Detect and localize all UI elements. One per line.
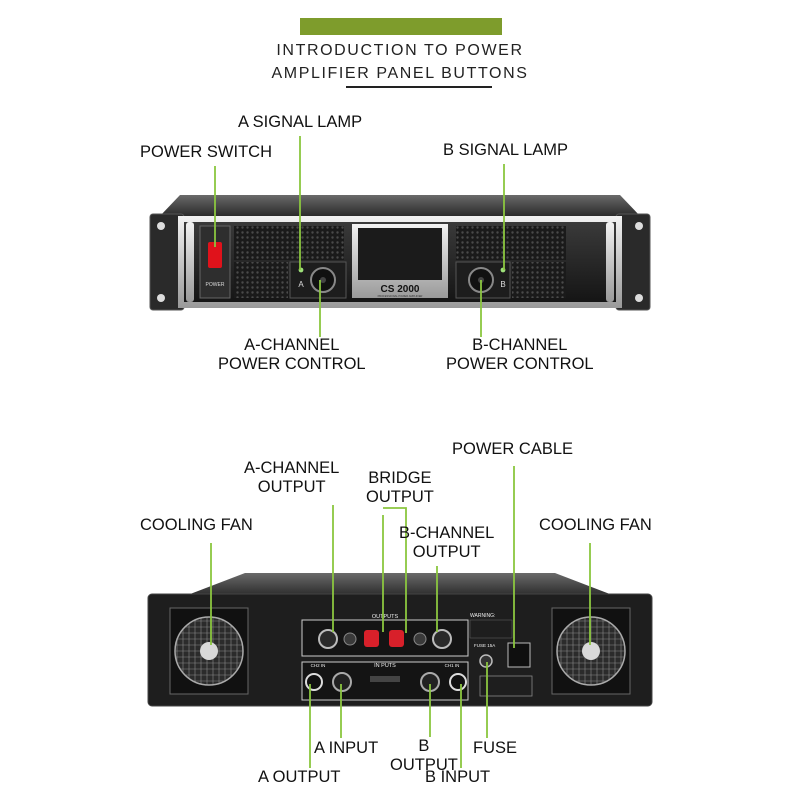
label-a-channel-control: A-CHANNEL POWER CONTROL	[218, 336, 366, 374]
ch1-in-text: CH1 IN	[445, 663, 460, 668]
ch2-in-text: CH2 IN	[311, 663, 326, 668]
model-subtitle: PROFESSIONAL POWER AMPLIFIER	[378, 294, 423, 298]
label-b-input: B INPUT	[425, 768, 491, 786]
rear-amplifier: OUTPUTS IN PUTS CH2 IN CH1 IN WARNING: F…	[147, 573, 653, 707]
label-b-channel-control-line1: B-CHANNEL	[472, 336, 568, 354]
front-amplifier: POWER A CS 2000 PROFESSIONAL POWER AMPLI…	[149, 195, 651, 311]
outputs-text: OUTPUTS	[372, 614, 399, 620]
label-a-channel-output: A-CHANNEL OUTPUT	[244, 459, 339, 497]
title-accent-bar	[300, 18, 502, 35]
fuse-text: FUSE 15A	[474, 643, 495, 648]
label-a-output: A OUTPUT	[258, 768, 341, 786]
label-b-channel-control-line2: POWER CONTROL	[446, 355, 594, 373]
knob-a-letter: A	[298, 280, 304, 289]
label-cooling-fan-right: COOLING FAN	[539, 516, 652, 534]
leader-bridge-output-right	[383, 507, 407, 633]
label-b-channel-output-line1: B-CHANNEL	[399, 524, 495, 542]
title-underline	[346, 86, 492, 88]
label-a-channel-output-line1: A-CHANNEL	[244, 459, 340, 477]
a-output-jack[interactable]	[305, 673, 323, 691]
label-bridge-output-line2: OUTPUT	[366, 488, 434, 506]
label-b-output: B OUTPUT	[390, 737, 458, 775]
label-b-output-line1: B	[418, 737, 430, 755]
title-line-2: AMPLIFIER PANEL BUTTONS	[271, 65, 529, 82]
label-b-channel-output-line2: OUTPUT	[412, 543, 481, 561]
label-b-signal-lamp: B SIGNAL LAMP	[443, 141, 569, 159]
bridge-terminal-right[interactable]	[389, 630, 404, 647]
model-name: CS 2000	[381, 284, 420, 295]
label-power-switch: POWER SWITCH	[140, 143, 272, 161]
label-b-channel-output: B-CHANNEL OUTPUT	[399, 524, 494, 562]
label-a-input: A INPUT	[314, 739, 379, 757]
fuse-holder[interactable]	[479, 654, 493, 668]
rear-top-lid	[185, 573, 615, 596]
leader-lines	[210, 136, 591, 768]
a-channel-output-jack[interactable]	[318, 629, 338, 649]
label-bridge-output-line1: BRIDGE	[368, 469, 432, 487]
b-channel-output-jack[interactable]	[432, 629, 452, 649]
a-input-xlr[interactable]	[332, 672, 352, 692]
label-a-signal-lamp: A SIGNAL LAMP	[238, 113, 363, 131]
left-vent-grill	[234, 226, 344, 260]
label-bridge-output: BRIDGE OUTPUT	[366, 469, 434, 507]
label-a-channel-output-line2: OUTPUT	[257, 478, 326, 496]
b-input-jack[interactable]	[449, 673, 467, 691]
power-switch[interactable]	[208, 242, 222, 268]
knob-b-letter: B	[500, 280, 505, 289]
label-fuse: FUSE	[473, 739, 518, 757]
inputs-text: IN PUTS	[374, 663, 396, 669]
bridge-terminal-left[interactable]	[364, 630, 379, 647]
label-a-channel-control-line2: POWER CONTROL	[218, 355, 366, 373]
label-b-output-line2: OUTPUT	[390, 756, 458, 774]
label-power-cable: POWER CABLE	[452, 440, 574, 458]
front-top-lid	[160, 195, 640, 216]
label-b-channel-control: B-CHANNEL POWER CONTROL	[446, 336, 594, 374]
svg-text:POWER: POWER	[206, 282, 225, 288]
warning-text: WARNING:	[470, 613, 495, 619]
right-vent-grill	[456, 226, 566, 260]
power-inlet[interactable]	[507, 642, 531, 668]
label-a-channel-control-line1: A-CHANNEL	[244, 336, 340, 354]
label-cooling-fan-left: COOLING FAN	[140, 516, 253, 534]
title-line-1: INTRODUCTION TO POWER	[276, 42, 524, 59]
